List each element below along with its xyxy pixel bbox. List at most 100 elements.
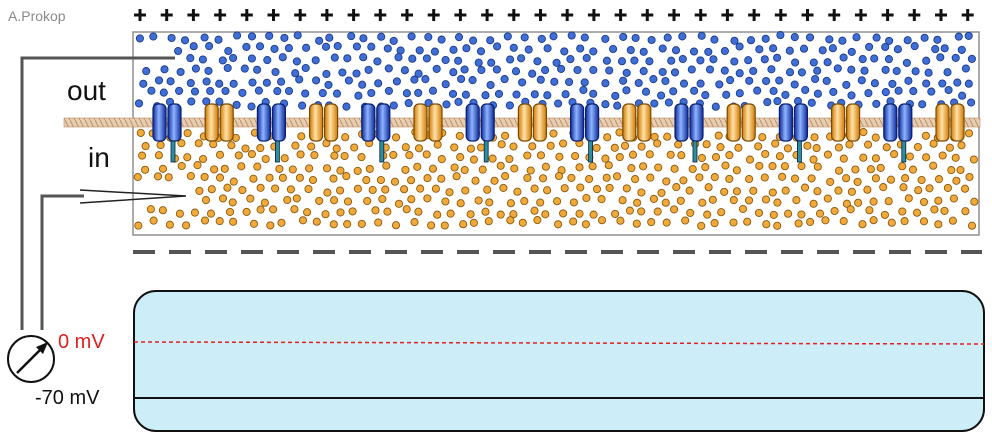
ion-dot (301, 89, 310, 98)
ion-dot (278, 173, 287, 182)
ion-dot (615, 153, 624, 162)
ion-dot (769, 210, 778, 219)
ion-dot (618, 196, 627, 205)
ion-dot (270, 44, 279, 53)
ion-dot (509, 142, 518, 151)
ion-dot (882, 143, 891, 152)
ion-dot (433, 210, 442, 219)
zero-mv-line (133, 341, 985, 345)
ion-dot (414, 88, 423, 97)
ion-dot (956, 165, 965, 175)
ion-dot (483, 185, 492, 194)
ion-dot (687, 65, 696, 74)
ion-dot (920, 33, 929, 42)
ion-dot (853, 177, 862, 186)
ion-dot (761, 195, 771, 204)
ion-dot (396, 46, 405, 55)
ion-dot (743, 217, 752, 226)
ion-dot (190, 208, 199, 217)
ion-dot (582, 53, 591, 63)
ion-dot (647, 218, 656, 227)
ion-dot (919, 217, 929, 226)
ion-dot (476, 47, 486, 56)
ion-dot (703, 210, 712, 219)
ion-dot (573, 65, 582, 75)
ion-dot (552, 58, 561, 67)
ion-dot (441, 55, 450, 65)
ion-dot (496, 210, 505, 219)
ion-dot (904, 194, 913, 203)
sodium-channel (517, 103, 548, 142)
ion-dot (589, 65, 598, 75)
ion-dot (554, 99, 563, 108)
plus-icon (668, 9, 680, 21)
ion-dot (186, 171, 195, 181)
ion-dot (485, 198, 494, 207)
ion-dot (825, 35, 834, 44)
ion-dot (711, 102, 720, 111)
ion-dot (241, 144, 250, 153)
ion-dot (297, 132, 306, 141)
ion-dot (634, 78, 643, 88)
ion-dot (885, 36, 894, 45)
ion-dot (761, 149, 770, 159)
ion-dot (695, 173, 704, 182)
ion-dot (936, 53, 945, 62)
plus-icon (587, 9, 600, 21)
ion-dot (829, 87, 838, 96)
ion-dot (760, 173, 769, 182)
ion-dot (784, 209, 793, 218)
ion-dot (501, 172, 510, 181)
ion-dot (641, 87, 651, 96)
ion-dot (813, 187, 822, 196)
recording-electrode-wire (40, 194, 84, 330)
ion-dot (492, 65, 501, 74)
ion-dot (478, 165, 487, 174)
ion-dot (957, 141, 966, 150)
ion-dot (943, 68, 952, 77)
ion-dot (410, 218, 419, 227)
ion-dot (352, 69, 361, 78)
ion-dot (523, 173, 532, 183)
ion-dot (256, 205, 265, 214)
ion-dot (154, 151, 163, 160)
ion-dot (468, 76, 477, 85)
ion-dot (745, 174, 754, 184)
plus-icon (427, 9, 440, 21)
ion-dot (382, 161, 391, 170)
ion-dot (229, 79, 238, 88)
ion-dot (414, 144, 424, 153)
ion-dot (136, 128, 145, 137)
ion-dot (945, 143, 954, 152)
ion-dot (576, 44, 585, 53)
ion-dot (347, 32, 356, 41)
ion-dot (879, 183, 888, 192)
ion-dot (224, 46, 233, 56)
ion-dot (730, 36, 739, 45)
ion-dot (303, 208, 312, 217)
ion-dot (413, 162, 422, 171)
ion-dot (242, 42, 251, 51)
ion-dot (834, 186, 843, 195)
ion-dot (805, 33, 815, 42)
ion-dot (302, 43, 311, 52)
potassium-channel (361, 103, 391, 163)
ion-dot (597, 195, 606, 204)
ion-dot (858, 220, 867, 229)
ion-dot (344, 76, 353, 85)
ion-dot (207, 185, 216, 194)
ion-dot (913, 142, 922, 152)
ion-dot (394, 53, 403, 62)
ion-dot (881, 42, 890, 52)
ion-dot (576, 183, 585, 192)
ion-dot (402, 205, 411, 214)
ion-dot (622, 68, 631, 77)
ion-dot (964, 79, 973, 88)
ion-dot (311, 56, 320, 65)
ion-dot (847, 91, 856, 100)
ion-dot (526, 166, 535, 175)
resting-mv-label: -70 mV (35, 387, 100, 409)
ion-dot (376, 175, 385, 185)
ion-dot (589, 47, 598, 56)
ion-dot (546, 141, 555, 150)
